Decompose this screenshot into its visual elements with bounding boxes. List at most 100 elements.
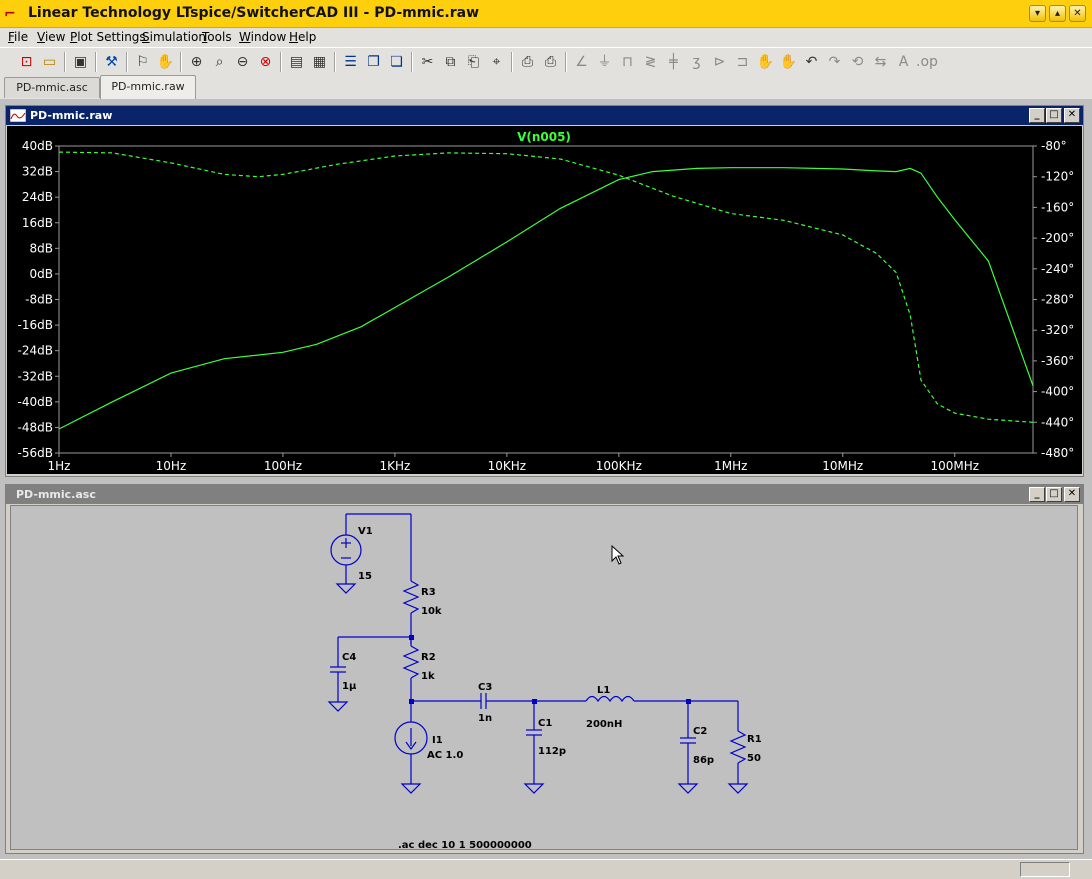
control-panel-icon[interactable]: ⚒ [105,54,118,70]
open-folder-icon[interactable]: ▭ [42,54,57,70]
move-hand-icon[interactable]: ✋ [756,54,775,70]
label-net-icon[interactable]: ⊓ [622,54,633,70]
minimize-icon[interactable]: ▾ [1029,5,1046,22]
schematic-minimize-icon[interactable]: _ [1029,487,1045,502]
l1-value[interactable]: 200nH [586,719,622,730]
run-icon[interactable]: ⚐ [136,54,149,70]
toolbar-separator [95,52,97,72]
zoom-fit-icon[interactable]: ⊗ [259,54,272,70]
r1-resistor-icon[interactable] [729,730,747,764]
pan-hand-icon[interactable]: ✋ [156,54,175,70]
zoom-in-icon[interactable]: ⊕ [190,54,203,70]
r3-resistor-icon[interactable] [402,580,420,614]
c3-label[interactable]: C3 [478,682,492,693]
x-tick-label: 1KHz [379,459,410,473]
new-schematic-icon[interactable]: ⊡ [20,54,33,70]
mirror-icon[interactable]: ⇆ [874,54,887,70]
r2-value[interactable]: 1k [421,671,435,682]
copy-icon[interactable]: ⧉ [445,54,456,70]
draw-wire-icon[interactable]: ∠ [575,54,588,70]
schematic-canvas[interactable]: V1 15 R3 10k R2 1k C4 1µ C3 1n C1 112p L… [10,505,1078,850]
save-icon[interactable]: ▣ [73,54,88,70]
y-left-tick-label: -40dB [18,395,53,409]
i1-label[interactable]: I1 [432,735,443,746]
resistor-icon[interactable]: ≷ [644,54,657,70]
c1-label[interactable]: C1 [538,718,552,729]
c4-label[interactable]: C4 [342,652,356,663]
menu-view[interactable]: View [37,30,66,44]
i1-value[interactable]: AC 1.0 [427,750,463,761]
menu-tools[interactable]: Tools [202,30,232,44]
plot-window-titlebar[interactable]: PD-mmic.raw _ □ ✕ [6,106,1083,125]
trace-label[interactable]: V(n005) [517,130,571,144]
c2-value[interactable]: 86p [693,755,714,766]
capacitor-icon[interactable]: ╪ [669,54,678,70]
bode-chart[interactable]: V(n005) 40dB32dB24dB16dB8dB0dB-8dB-16dB-… [7,126,1082,474]
plot-maximize-icon[interactable]: □ [1046,108,1062,123]
junction-dot [686,699,691,704]
c3-value[interactable]: 1n [478,713,492,724]
schematic-maximize-icon[interactable]: □ [1046,487,1062,502]
r2-resistor-icon[interactable] [402,645,420,679]
schematic-drawing[interactable]: V1 15 R3 10k R2 1k C4 1µ C3 1n C1 112p L… [11,506,1077,849]
cut-icon[interactable]: ✂ [421,54,434,70]
r3-label[interactable]: R3 [421,587,436,598]
print-preview-icon[interactable]: ⎙ [521,54,534,70]
plot-close-icon[interactable]: ✕ [1064,108,1080,123]
text-icon[interactable]: A [898,54,909,70]
schematic-close-icon[interactable]: ✕ [1064,487,1080,502]
spice-directive[interactable]: .ac dec 10 1 500000000 [398,840,532,849]
c2-label[interactable]: C2 [693,726,707,737]
plot-minimize-icon[interactable]: _ [1029,108,1045,123]
drag-hand-icon[interactable]: ✋ [779,54,798,70]
menu-file[interactable]: File [8,30,29,44]
toolbar-separator [511,52,513,72]
diode-icon[interactable]: ⊳ [713,54,726,70]
component-icon[interactable]: ⊐ [736,54,749,70]
ground-icon [327,701,349,712]
ground-icon[interactable]: ⏚ [597,54,612,70]
r1-value[interactable]: 50 [747,753,761,764]
close-icon[interactable]: ✕ [1069,5,1086,22]
paste-icon[interactable]: ⎗ [467,54,480,70]
magnitude-trace-line[interactable] [58,167,1034,430]
redo-icon[interactable]: ↷ [828,54,841,70]
maximize-icon[interactable]: ▴ [1049,5,1066,22]
l1-inductor-icon[interactable] [585,695,635,703]
cascade-icon[interactable]: ❐ [367,54,380,70]
undo-icon[interactable]: ↶ [805,54,818,70]
c4-value[interactable]: 1µ [342,681,357,692]
zoom-out-icon[interactable]: ⊖ [236,54,249,70]
schematic-window-titlebar[interactable]: PD-mmic.asc _ □ ✕ [6,485,1083,504]
c1-value[interactable]: 112p [538,746,566,757]
print-icon[interactable]: ⎙ [544,54,557,70]
menu-help[interactable]: Help [289,30,317,44]
r3-value[interactable]: 10k [421,606,442,617]
find-binoculars-icon[interactable]: ⌖ [492,54,501,70]
tile-horizontal-icon[interactable]: ☰ [344,54,357,70]
r2-label[interactable]: R2 [421,652,436,663]
rotate-icon[interactable]: ⟲ [851,54,864,70]
v1-value[interactable]: 15 [358,571,372,582]
tab-pd-mmic-asc[interactable]: PD-mmic.asc [4,77,100,98]
v1-label[interactable]: V1 [358,526,373,537]
menu-plot-settings[interactable]: Plot Settings [70,30,146,44]
tile-vertical-icon[interactable]: ❏ [390,54,403,70]
phase-trace-line[interactable] [58,151,1034,423]
plot-window-title: PD-mmic.raw [30,109,113,122]
menu-window[interactable]: Window [239,30,287,44]
x-tick-label: 10MHz [822,459,863,473]
grid-icon[interactable]: ▦ [312,54,327,70]
zoom-area-icon[interactable]: ⌕ [215,54,224,70]
l1-label[interactable]: L1 [597,685,610,696]
inductor-icon[interactable]: ʒ [692,54,701,70]
autorange-icon[interactable]: ▤ [289,54,304,70]
toolbar-separator [334,52,336,72]
r1-label[interactable]: R1 [747,734,762,745]
y-left-tick-label: 24dB [22,190,53,204]
x-tick-label: 100MHz [930,459,979,473]
tab-pd-mmic-raw[interactable]: PD-mmic.raw [100,75,196,99]
spice-directive-icon[interactable]: .op [916,54,938,70]
menu-simulation[interactable]: Simulation [142,30,206,44]
